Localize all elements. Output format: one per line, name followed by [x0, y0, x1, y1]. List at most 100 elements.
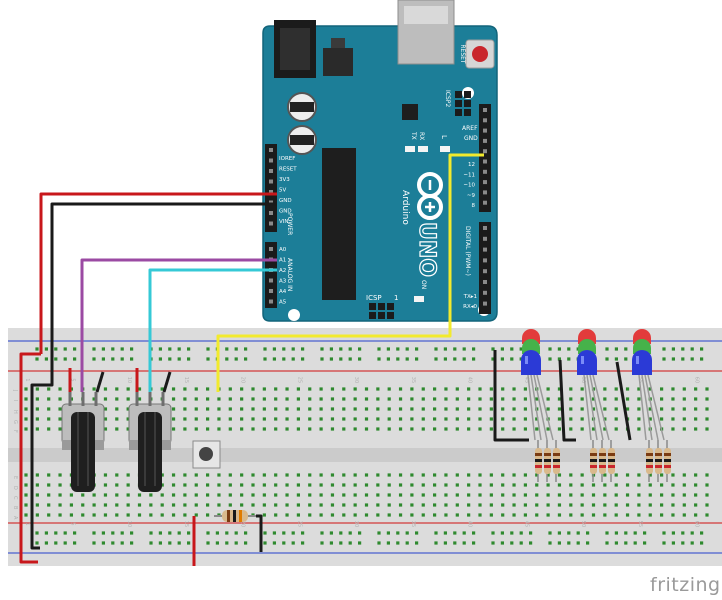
breadboard-hole: [433, 417, 437, 421]
rail-hole: [120, 531, 124, 535]
breadboard-hole: [171, 473, 176, 477]
resistor-band: [664, 453, 671, 456]
rail-hole: [690, 541, 694, 545]
rail-hole: [206, 347, 210, 351]
breadboard-hole: [92, 397, 96, 401]
rail-hole: [405, 531, 409, 535]
breadboard-hole: [342, 483, 346, 487]
rail-hole: [624, 541, 628, 545]
push-button[interactable]: [192, 440, 221, 469]
breadboard-hole: [648, 483, 652, 487]
row-letter: G: [12, 420, 18, 424]
resistor-band: [599, 459, 606, 462]
breadboard-hole: [467, 503, 471, 507]
rail-hole: [529, 541, 533, 545]
breadboard-hole: [137, 513, 142, 517]
breadboard-hole: [183, 407, 187, 411]
breadboard-hole: [444, 417, 448, 421]
breadboard-hole: [183, 427, 187, 431]
resistor-band: [233, 510, 236, 522]
breadboard-hole: [387, 417, 391, 421]
row-letter: I: [12, 400, 18, 401]
breadboard-hole: [455, 427, 459, 431]
potentiometer-1[interactable]: [61, 392, 105, 492]
rail-hole: [130, 541, 134, 545]
wire-a2: [148, 268, 277, 392]
jumper-led2-gnd: [558, 359, 576, 442]
potentiometer-2[interactable]: [128, 392, 172, 492]
column-number-bottom: 40: [467, 521, 473, 527]
led-lead: [592, 374, 610, 441]
icsp-pin1-label: 1: [394, 294, 398, 302]
rail-hole: [301, 541, 305, 545]
breadboard-hole: [705, 387, 709, 391]
breadboard-hole: [103, 427, 108, 431]
breadboard-hole: [648, 503, 652, 507]
rail-hole: [443, 357, 447, 361]
pot2-shaft[interactable]: [138, 412, 162, 492]
pot1-shaft[interactable]: [71, 412, 95, 492]
breadboard-hole: [251, 397, 255, 401]
breadboard-hole: [512, 387, 516, 391]
rail-hole: [44, 531, 48, 535]
push-button-cap[interactable]: [199, 447, 213, 461]
breadboard-hole: [126, 387, 130, 391]
breadboard-hole: [58, 387, 62, 391]
breadboard-hole: [421, 387, 425, 391]
rail-hole: [234, 347, 238, 351]
breadboard-hole: [262, 397, 266, 401]
rail-hole: [120, 347, 124, 351]
breadboard-hole: [489, 417, 493, 421]
rail-hole: [462, 347, 466, 351]
rail-hole: [158, 541, 162, 545]
resistor-band: [608, 459, 615, 462]
gnd-label: GND: [464, 135, 478, 142]
column-number-top: 5: [69, 378, 75, 381]
column-number-bottom: 15: [183, 521, 189, 527]
breadboard-hole: [285, 417, 289, 421]
breadboard-hole: [171, 503, 176, 507]
rail-hole: [35, 541, 39, 545]
breadboard-hole: [501, 407, 505, 411]
header-pin: [483, 258, 487, 263]
breadboard-hole: [535, 483, 539, 487]
rail-hole: [633, 541, 637, 545]
breadboard-hole: [614, 493, 618, 497]
breadboard-hole: [557, 493, 562, 497]
breadboard-hole: [625, 503, 630, 507]
rail-hole: [405, 357, 409, 361]
breadboard-hole: [194, 407, 198, 411]
breadboard-hole: [58, 503, 62, 507]
breadboard-hole: [171, 513, 176, 517]
icsp2-pin: [455, 91, 462, 98]
arduino-logo: [417, 172, 443, 220]
breadboard-hole: [478, 397, 482, 401]
breadboard-hole: [467, 483, 471, 487]
column-number-bottom: 60: [694, 521, 700, 527]
breadboard-hole: [478, 493, 482, 497]
column-number-bottom: 35: [410, 521, 416, 527]
breadboard-hole: [535, 473, 539, 477]
rail-hole: [301, 531, 305, 535]
rail-hole: [234, 531, 238, 535]
breadboard-hole: [35, 503, 39, 507]
column-number-top: 50: [580, 377, 586, 383]
breadboard-hole: [115, 503, 119, 507]
rail-hole: [415, 347, 419, 351]
rail-hole: [263, 347, 267, 351]
breadboard-hole: [24, 473, 28, 477]
breadboard-hole: [478, 407, 482, 411]
breadboard-hole: [637, 417, 641, 421]
breadboard-hole: [614, 397, 618, 401]
breadboard-hole: [103, 483, 108, 487]
wire-5v: [39, 192, 277, 354]
resistor-band: [590, 465, 597, 468]
breadboard-hole: [557, 473, 562, 477]
rail-hole: [377, 531, 381, 535]
rail-hole: [101, 357, 105, 361]
breadboard-hole: [694, 513, 698, 517]
header-pin: [269, 179, 273, 184]
breadboard-hole: [580, 493, 584, 497]
reset-button-cap[interactable]: [472, 46, 488, 62]
